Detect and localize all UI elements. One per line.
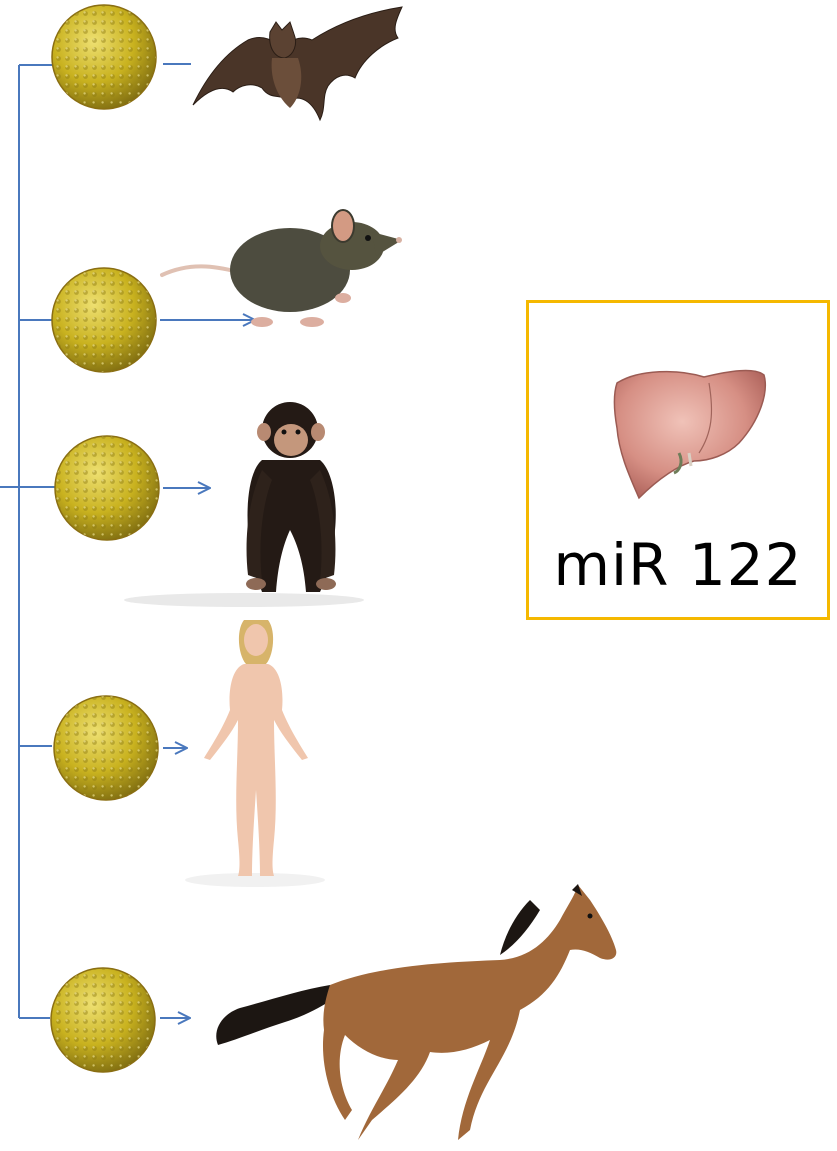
liver-mirna-box: miR 122 (526, 300, 830, 620)
virus-particle-icon (54, 696, 158, 800)
branch-lines (0, 65, 55, 1018)
horse-icon (216, 884, 616, 1140)
rat-icon (162, 210, 402, 327)
human-icon (185, 620, 325, 887)
chimpanzee-icon (124, 402, 364, 607)
virus-particle-icon (51, 968, 155, 1072)
virus-particles (51, 5, 159, 1072)
bat-icon (193, 7, 402, 120)
virus-particle-icon (55, 436, 159, 540)
virus-particle-icon (52, 5, 156, 109)
mirna-label: miR 122 (529, 531, 827, 599)
virus-particle-icon (52, 268, 156, 372)
